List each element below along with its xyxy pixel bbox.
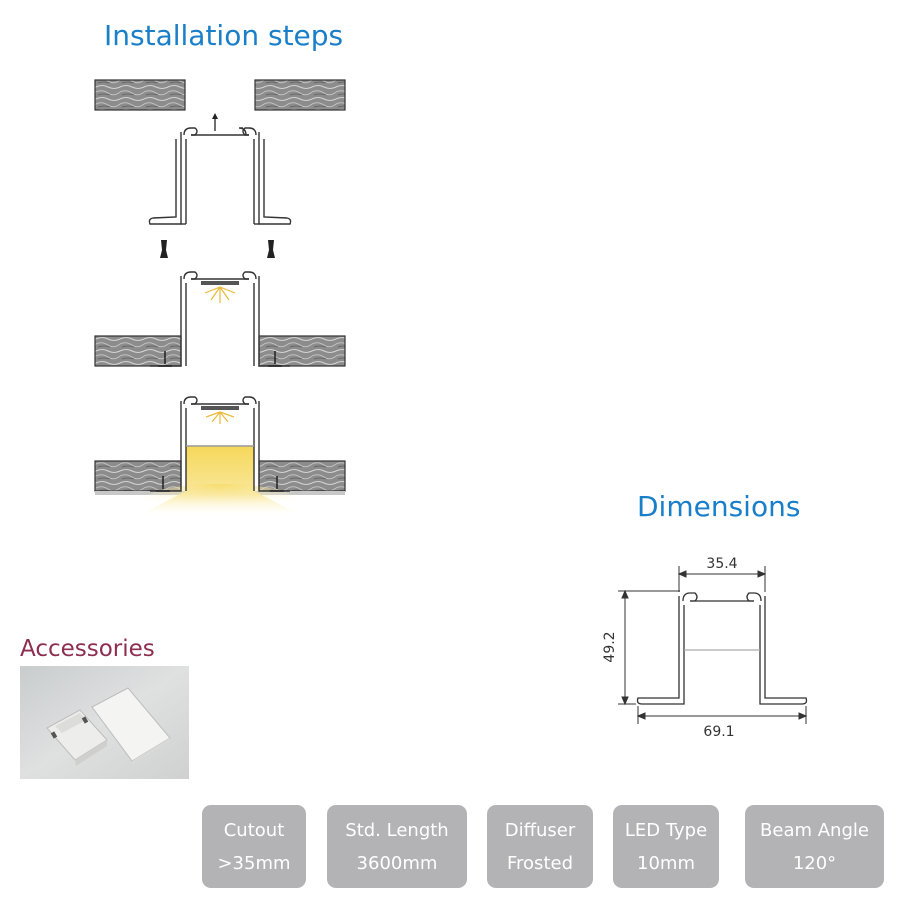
spec-label: Beam Angle <box>760 819 869 841</box>
profile-cross-section <box>636 592 808 705</box>
height-label: 49.2 <box>602 631 618 662</box>
spec-value: 120° <box>792 852 837 874</box>
step-2-mounted <box>94 271 346 367</box>
installation-steps-title: Installation steps <box>104 19 344 52</box>
accessories-photo <box>20 666 189 779</box>
aluminium-profile <box>148 127 292 225</box>
spec-label: Cutout <box>223 819 285 841</box>
screw-icon <box>270 476 284 492</box>
top-width-label: 35.4 <box>706 556 737 572</box>
ceiling-panel-right <box>258 460 346 492</box>
dimensions-title: Dimensions <box>637 490 801 523</box>
ceiling-panel-left <box>94 460 182 492</box>
spec-label: Diffuser <box>504 819 576 841</box>
end-cap-icon <box>46 709 108 766</box>
led-light-icon <box>201 281 239 303</box>
insert-arrow-icon <box>212 113 218 131</box>
spec-value: 10mm <box>637 852 695 874</box>
accessories-title: Accessories <box>20 636 155 662</box>
spec-cutout: Cutout >35mm <box>202 805 306 888</box>
ceiling-panel-right <box>258 335 346 367</box>
dimension-drawing: 35.4 49.2 69.1 <box>602 556 808 740</box>
ceiling-panel-right <box>254 79 346 111</box>
screw-icon <box>158 351 172 367</box>
spec-value: 3600mm <box>356 852 438 874</box>
spec-value: >35mm <box>217 852 291 874</box>
spec-label: Std. Length <box>345 819 449 841</box>
step-1-insertion <box>94 79 346 258</box>
spec-value: Frosted <box>507 852 573 874</box>
screw-icon <box>156 476 170 492</box>
step-3-diffuser-fitted <box>94 396 346 516</box>
end-cap-icon <box>91 687 171 765</box>
spec-beam-angle: Beam Angle 120° <box>745 805 884 888</box>
bottom-width-label: 69.1 <box>703 724 734 740</box>
ceiling-panel-left <box>94 335 182 367</box>
screw-icon <box>268 351 282 367</box>
led-light-icon <box>201 406 239 424</box>
spec-diffuser: Diffuser Frosted <box>487 805 593 888</box>
spec-led-type: LED Type 10mm <box>613 805 719 888</box>
aluminium-profile <box>150 271 290 367</box>
ceiling-panel-left <box>94 79 186 111</box>
screw-icon <box>267 240 275 258</box>
screw-icon <box>160 240 168 258</box>
spec-label: LED Type <box>624 819 708 841</box>
spec-std-length: Std. Length 3600mm <box>327 805 467 888</box>
